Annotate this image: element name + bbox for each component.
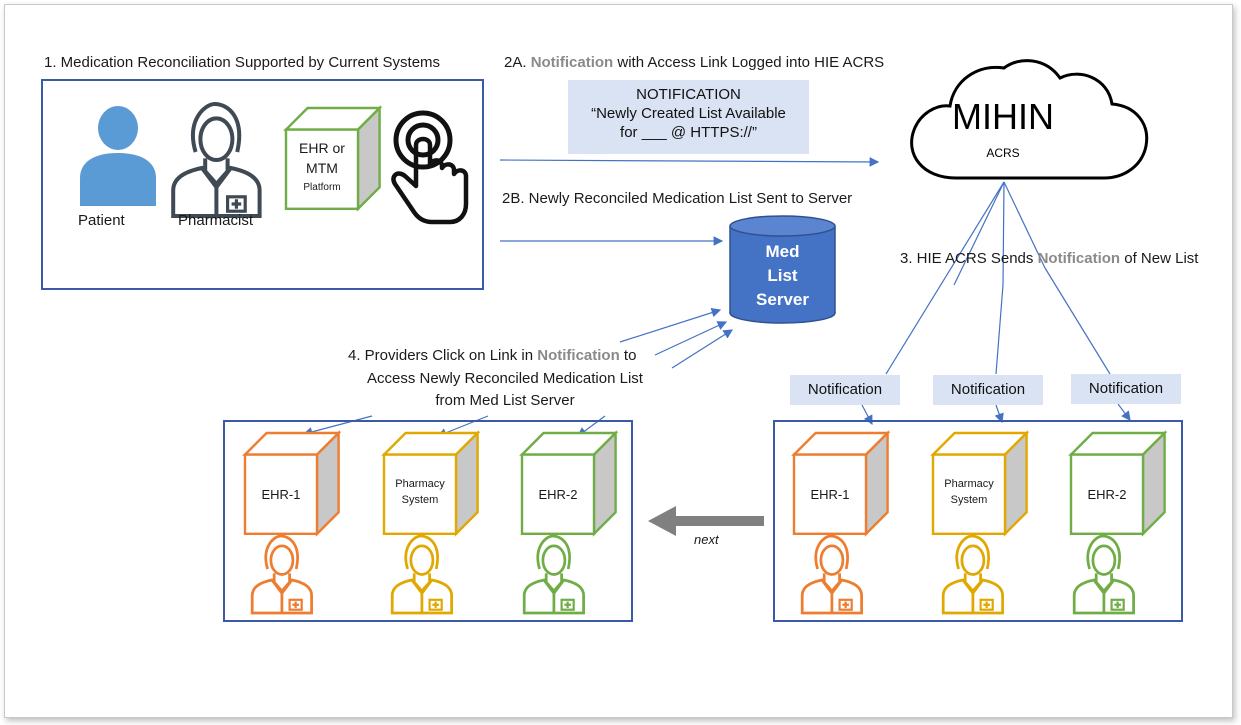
pharmacist-label: Pharmacist (178, 212, 254, 229)
step2a-label: 2A. Notification with Access Link Logged… (504, 54, 884, 71)
step4-line2: Access Newly Reconciled Medication List (367, 370, 643, 387)
step2b-label: 2B. Newly Reconciled Medication List Sen… (502, 190, 853, 207)
ehr1-provider-icon-left (250, 534, 313, 615)
ehr2-label-right: EHR-2 (1087, 487, 1127, 502)
ehr2-cube-right (1069, 431, 1166, 535)
step4-suffix: to (619, 347, 637, 364)
server-line2: List (767, 266, 798, 285)
pharmacy-label1-left: Pharmacy (395, 478, 445, 490)
step2a-prefix: 2A. (504, 54, 531, 71)
step4-highlight: Notification (537, 347, 620, 364)
mihin-cloud (910, 59, 1149, 180)
notification-arrow-ehr2 (1117, 403, 1131, 421)
pharmacy-label2-left: System (401, 494, 439, 506)
provider-click-arrows (619, 307, 734, 369)
ehr1-cube-left (243, 431, 340, 535)
step3-highlight: Notification (1037, 250, 1121, 267)
cloud-distribution-lines (885, 181, 1111, 375)
notification-line3: for ___ @ HTTPS://” (620, 124, 757, 141)
notification-badge-ehr2: Notification (1071, 374, 1181, 404)
ehr1-label-left: EHR-1 (261, 487, 301, 502)
server-line3: Server (756, 290, 809, 309)
step2a-highlight: Notification (530, 54, 614, 71)
notification-line1: NOTIFICATION (636, 86, 741, 103)
platform-line3: Platform (303, 182, 341, 193)
ehr2-provider-icon-left (522, 534, 585, 615)
step3-suffix: of New List (1120, 250, 1199, 267)
step1-label: 1. Medication Reconciliation Supported b… (44, 54, 441, 71)
ehr1-label-right: EHR-1 (810, 487, 850, 502)
pharmacy-provider-icon-right (941, 534, 1004, 615)
ehr1-provider-icon-right (800, 534, 863, 615)
right-providers-panel (773, 420, 1183, 622)
notification-badge-pharmacy: Notification (933, 375, 1043, 405)
cloud-subtitle: ACRS (986, 146, 1020, 160)
platform-line1: EHR or (299, 140, 345, 156)
step4-prefix: 4. Providers Click on Link in (348, 347, 538, 364)
notification-line2: “Newly Created List Available (591, 105, 786, 122)
patient-label: Patient (78, 212, 125, 229)
step3-prefix: 3. HIE ACRS Sends (900, 250, 1038, 267)
pharmacy-label1-right: Pharmacy (944, 478, 994, 490)
step1-panel (41, 79, 484, 290)
next-label: next (694, 532, 719, 547)
ehr2-cube-left (520, 431, 617, 535)
step4-line3: from Med List Server (435, 392, 575, 409)
ehr2-provider-icon-right (1072, 534, 1135, 615)
arrow-2a (499, 157, 880, 167)
left-providers-panel (223, 420, 633, 622)
notification-badge-ehr1: Notification (790, 375, 900, 405)
pharmacist-icon (173, 104, 259, 216)
step2a-suffix: with Access Link Logged into HIE ACRS (613, 54, 885, 71)
click-arrow-ehr1 (302, 415, 373, 437)
pharmacy-label2-right: System (950, 494, 988, 506)
patient-icon (80, 106, 156, 206)
step4-line1: 4. Providers Click on Link in Notificati… (348, 347, 636, 364)
ehr-mtm-platform-cube (284, 106, 381, 211)
next-arrow-icon (648, 506, 764, 536)
hand-tap-icon (391, 110, 469, 225)
server-line1: Med (765, 242, 800, 261)
notification-message-box: NOTIFICATION “Newly Created List Availab… (568, 80, 809, 154)
ehr1-cube-right (792, 431, 889, 535)
med-list-server-icon (729, 215, 836, 324)
step3-label: 3. HIE ACRS Sends Notification of New Li… (900, 250, 1198, 267)
pharmacy-provider-icon-left (390, 534, 453, 615)
notification-arrow-pharmacy (994, 404, 1004, 424)
platform-line2: MTM (306, 160, 338, 176)
cloud-title: MIHIN (952, 96, 1054, 137)
ehr2-label-left: EHR-2 (538, 487, 578, 502)
